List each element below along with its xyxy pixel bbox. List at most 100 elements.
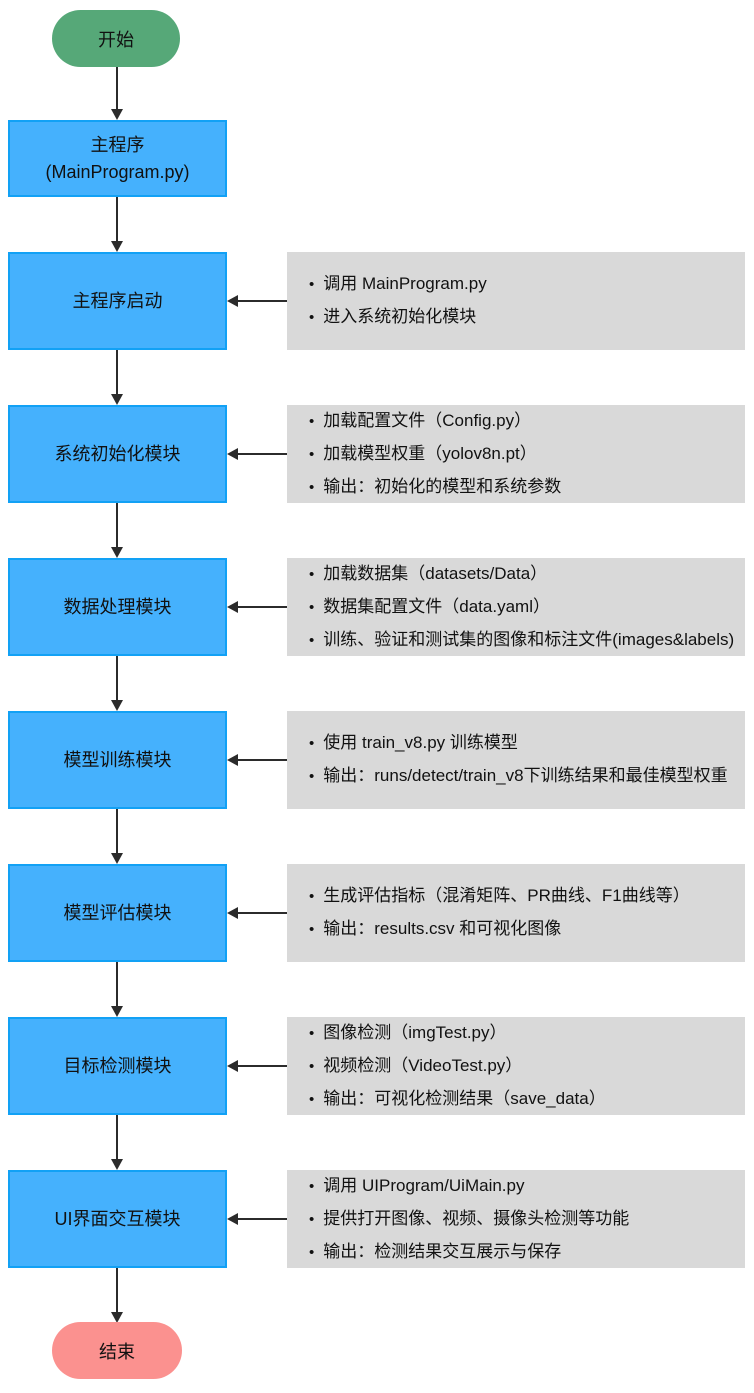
- step-label: 目标检测模块: [63, 1055, 172, 1076]
- arrow-left-icon: [227, 295, 238, 307]
- arrow-down-icon: [111, 853, 123, 864]
- bullet-icon: •: [309, 1243, 315, 1261]
- arrow-step-down: [111, 350, 123, 405]
- flow-row: 数据处理模块 • 加载数据集（datasets/Data） • 数据集配置文件（…: [0, 558, 754, 711]
- arrow-left-icon: [227, 601, 238, 613]
- note-text: 输出：初始化的模型和系统参数: [323, 476, 562, 496]
- arrow-line: [116, 656, 118, 702]
- flow-row: UI界面交互模块 • 调用 UIProgram/UiMain.py • 提供打开…: [0, 1170, 754, 1323]
- arrow-line: [236, 1065, 287, 1067]
- arrow-note-to-step: [227, 1060, 287, 1072]
- flow-row: 模型训练模块 • 使用 train_v8.py 训练模型 • 输出：runs/d…: [0, 711, 754, 864]
- step-node: 模型训练模块: [8, 711, 227, 809]
- note-box: • 调用 UIProgram/UiMain.py • 提供打开图像、视频、摄像头…: [287, 1170, 745, 1268]
- start-label: 开始: [98, 29, 134, 50]
- arrow-down-icon: [111, 1312, 123, 1323]
- step-label: 主程序启动: [72, 290, 163, 311]
- main-program-node: 主程序 (MainProgram.py): [8, 120, 227, 197]
- bullet-icon: •: [309, 735, 315, 752]
- note-line: • 进入系统初始化模块: [309, 301, 741, 334]
- arrow-step-down: [111, 1115, 123, 1170]
- note-line: • 生成评估指标（混淆矩阵、PR曲线、F1曲线等）: [309, 880, 741, 913]
- arrow-down-icon: [111, 394, 123, 405]
- note-text: 输出：可视化检测结果（save_data）: [323, 1088, 606, 1108]
- note-line: • 输出：初始化的模型和系统参数: [309, 471, 741, 504]
- arrow-down-icon: [111, 547, 123, 558]
- arrow-down-icon: [111, 700, 123, 711]
- note-text: 视频检测（VideoTest.py）: [323, 1055, 523, 1075]
- arrow-line: [116, 197, 118, 243]
- note-line: • 调用 UIProgram/UiMain.py: [309, 1170, 741, 1203]
- note-box: • 图像检测（imgTest.py） • 视频检测（VideoTest.py） …: [287, 1017, 745, 1115]
- start-node: 开始: [52, 10, 180, 67]
- bullet-icon: •: [309, 276, 315, 293]
- arrow-line: [236, 1218, 287, 1220]
- note-text: 生成评估指标（混淆矩阵、PR曲线、F1曲线等）: [323, 886, 690, 905]
- arrow-left-icon: [227, 448, 238, 460]
- step-label: 模型评估模块: [63, 902, 172, 923]
- arrow-start-to-main: [111, 67, 123, 120]
- arrow-line: [236, 606, 287, 608]
- arrow-line: [116, 809, 118, 855]
- step-node: 主程序启动: [8, 252, 227, 350]
- note-text: 提供打开图像、视频、摄像头检测等功能: [323, 1208, 630, 1228]
- note-text: 调用 UIProgram/UiMain.py: [323, 1175, 525, 1195]
- bullet-icon: •: [309, 1090, 315, 1108]
- arrow-line: [236, 759, 287, 761]
- step-label: 模型训练模块: [63, 749, 172, 770]
- step-label: 数据处理模块: [63, 596, 172, 617]
- note-box: • 使用 train_v8.py 训练模型 • 输出：runs/detect/t…: [287, 711, 745, 809]
- step-node: 系统初始化模块: [8, 405, 227, 503]
- note-line: • 输出：results.csv 和可视化图像: [309, 913, 741, 946]
- step-node: 数据处理模块: [8, 558, 227, 656]
- arrow-note-to-step: [227, 448, 287, 460]
- note-line: • 图像检测（imgTest.py）: [309, 1017, 741, 1050]
- arrow-line: [236, 453, 287, 455]
- arrow-line: [116, 1115, 118, 1161]
- note-text: 加载模型权重（yolov8n.pt）: [323, 443, 537, 463]
- step-label: 系统初始化模块: [54, 443, 181, 464]
- flow-row: 目标检测模块 • 图像检测（imgTest.py） • 视频检测（VideoTe…: [0, 1017, 754, 1170]
- note-text: 使用 train_v8.py 训练模型: [323, 733, 518, 752]
- note-line: • 加载模型权重（yolov8n.pt）: [309, 438, 741, 471]
- arrow-down-icon: [111, 109, 123, 120]
- flow-row: 模型评估模块 • 生成评估指标（混淆矩阵、PR曲线、F1曲线等） • 输出：re…: [0, 864, 754, 1017]
- arrow-left-icon: [227, 1213, 238, 1225]
- note-text: 输出：results.csv 和可视化图像: [323, 919, 562, 938]
- arrow-line: [116, 67, 118, 111]
- arrow-line: [236, 912, 287, 914]
- bullet-icon: •: [309, 565, 315, 583]
- bullet-icon: •: [309, 888, 315, 905]
- arrow-main-to-step: [111, 197, 123, 252]
- note-line: • 使用 train_v8.py 训练模型: [309, 727, 741, 760]
- arrow-line: [116, 1268, 118, 1314]
- bullet-icon: •: [309, 598, 315, 616]
- end-label: 结束: [99, 1341, 135, 1362]
- bullet-icon: •: [309, 921, 315, 938]
- note-text: 调用 MainProgram.py: [323, 274, 487, 293]
- arrow-down-icon: [111, 1159, 123, 1170]
- bullet-icon: •: [309, 768, 315, 785]
- arrow-left-icon: [227, 907, 238, 919]
- note-line: • 输出：检测结果交互展示与保存: [309, 1236, 741, 1269]
- step-node: UI界面交互模块: [8, 1170, 227, 1268]
- arrow-note-to-step: [227, 754, 287, 766]
- arrow-note-to-step: [227, 1213, 287, 1225]
- note-text: 训练、验证和测试集的图像和标注文件(images&labels): [323, 629, 735, 649]
- note-line: • 输出：可视化检测结果（save_data）: [309, 1083, 741, 1116]
- arrow-line: [236, 300, 287, 302]
- arrow-step-down: [111, 1268, 123, 1323]
- note-line: • 提供打开图像、视频、摄像头检测等功能: [309, 1203, 741, 1236]
- main-program-label-line2: (MainProgram.py): [45, 161, 190, 182]
- bullet-icon: •: [309, 478, 315, 496]
- flow-row: 系统初始化模块 • 加载配置文件（Config.py） • 加载模型权重（yol…: [0, 405, 754, 558]
- note-text: 加载配置文件（Config.py）: [323, 410, 532, 430]
- bullet-icon: •: [309, 1210, 315, 1228]
- arrow-left-icon: [227, 754, 238, 766]
- arrow-down-icon: [111, 241, 123, 252]
- note-line: • 加载数据集（datasets/Data）: [309, 558, 741, 591]
- bullet-icon: •: [309, 309, 315, 326]
- note-text: 数据集配置文件（data.yaml）: [323, 596, 550, 616]
- arrow-step-down: [111, 962, 123, 1017]
- arrow-step-down: [111, 656, 123, 711]
